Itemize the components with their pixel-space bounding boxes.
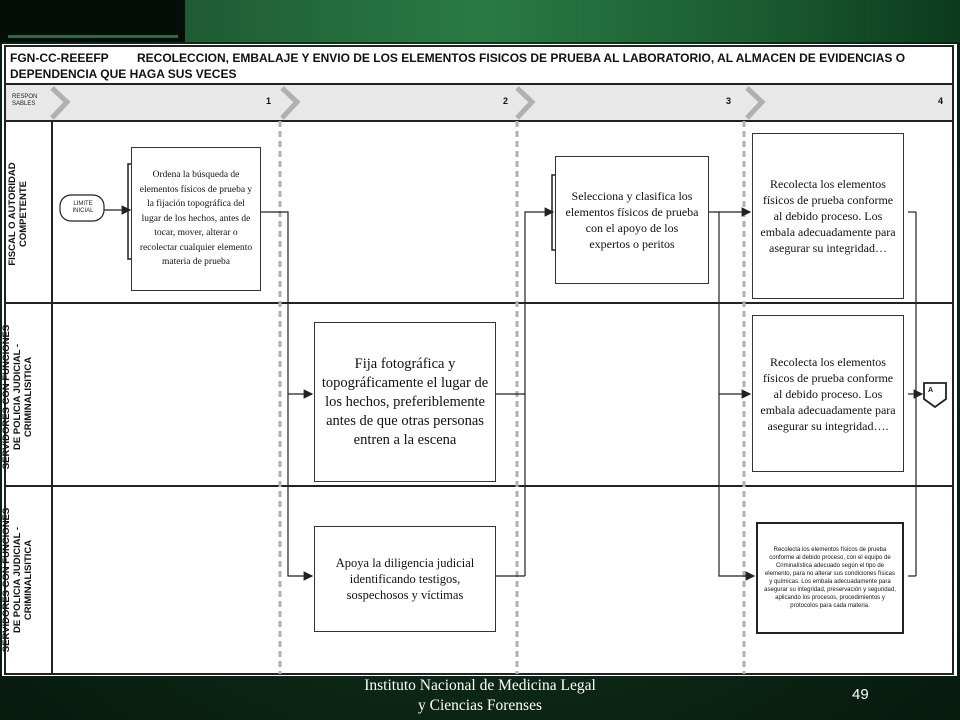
- step-select-classify: Selecciona y clasifica los elementos fís…: [555, 156, 709, 284]
- step-identify-witnesses: Apoya la diligencia judicial identifican…: [314, 526, 496, 632]
- process-code: FGN-CC-REEEFP: [10, 51, 109, 65]
- step-collect-detailed: Recolecta los elementos físicos de prueb…: [756, 522, 904, 634]
- chevron-2: [280, 86, 301, 120]
- off-page-connector: [923, 382, 947, 409]
- lane-label-policia-2: SERVIDORES CON FUNCIONES DE POLICIA JUDI…: [2, 507, 34, 653]
- step-photo-fixation-text: Fija fotográfica y topográficamente el l…: [321, 355, 489, 448]
- lane-label-fiscal: FISCAL O AUTORIDAD COMPETENTE: [7, 162, 29, 266]
- page-number: 49: [852, 686, 869, 703]
- phase-2-label: 2: [503, 96, 509, 106]
- chevron-4: [745, 86, 766, 120]
- phase-band: [6, 85, 952, 121]
- phase-1-label: 1: [266, 96, 272, 106]
- chevron-3: [515, 86, 536, 120]
- step-identify-witnesses-text: Apoya la diligencia judicial identifican…: [335, 556, 475, 602]
- chevron-1: [50, 86, 71, 120]
- step-collect-fiscal: Recolecta los elementos físicos de prueb…: [752, 133, 904, 299]
- step-collect-detailed-text: Recolecta los elementos físicos de prueb…: [764, 547, 896, 609]
- step-collect-policia: Recolecta los elementos físicos de prueb…: [752, 315, 904, 472]
- phase-4-label: 4: [938, 96, 944, 106]
- start-label: LIMITE INICIAL: [72, 201, 94, 214]
- step-select-classify-text: Selecciona y clasifica los elementos fís…: [565, 189, 699, 251]
- step-order-search: Ordena la búsqueda de elementos físicos …: [131, 147, 261, 291]
- connector-label: A: [928, 387, 934, 394]
- footer-institution: Instituto Nacional de Medicina Legal y C…: [320, 676, 640, 716]
- top-logo-area: [0, 0, 185, 42]
- step-collect-policia-text: Recolecta los elementos físicos de prueb…: [760, 354, 896, 433]
- step-photo-fixation: Fija fotográfica y topográficamente el l…: [314, 322, 496, 482]
- process-title: RECOLECCION, EMBALAJE Y ENVIO DE LOS ELE…: [10, 51, 906, 81]
- lane-label-policia-1: SERVIDORES CON FUNCIONES DE POLICIA JUDI…: [2, 324, 34, 470]
- step-order-search-text: Ordena la búsqueda de elementos físicos …: [139, 170, 253, 268]
- outer-frame: [4, 45, 954, 675]
- footer-line-1: Instituto Nacional de Medicina Legal: [364, 677, 596, 694]
- flowchart-lines: [4, 45, 954, 675]
- start-terminator: [59, 194, 105, 222]
- phase-3-label: 3: [726, 96, 732, 106]
- footer-line-2: y Ciencias Forenses: [418, 697, 542, 714]
- responsables-label: RESPON SABLES: [12, 94, 38, 107]
- step-collect-fiscal-text: Recolecta los elementos físicos de prueb…: [760, 177, 896, 255]
